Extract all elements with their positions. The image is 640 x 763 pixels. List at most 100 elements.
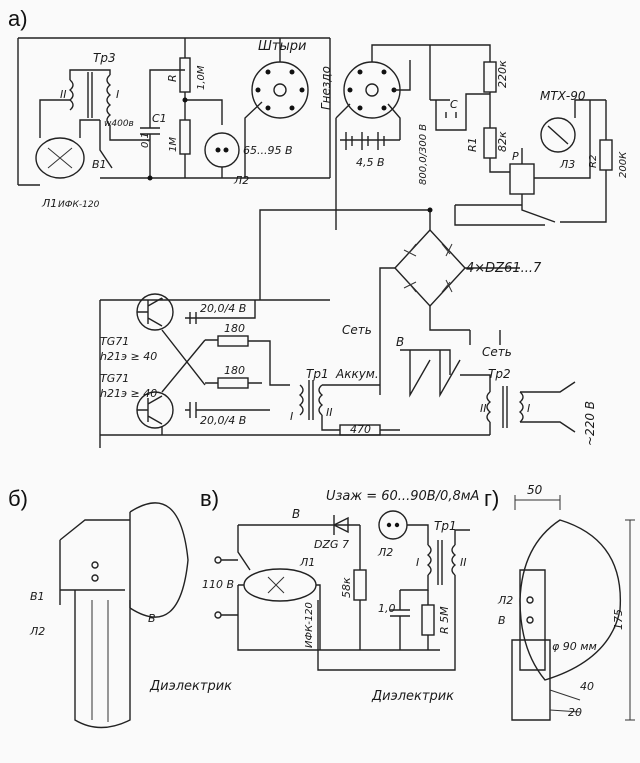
label-r1: R1 bbox=[466, 137, 479, 152]
label-relay-p: Р bbox=[512, 150, 519, 163]
switch-b-a bbox=[400, 349, 461, 398]
label-v-r5m: R 5M bbox=[438, 606, 451, 634]
label-g-50: 50 bbox=[527, 483, 543, 497]
label-turns: w400в bbox=[104, 119, 134, 129]
label-g-b: В bbox=[498, 614, 506, 627]
diode-dzg7 bbox=[332, 515, 349, 535]
label-c: С bbox=[450, 98, 458, 111]
label-r180-bottom: 180 bbox=[224, 364, 245, 377]
label-v-r58k: 58к bbox=[340, 577, 353, 598]
label-cap-top: 20,0/4 В bbox=[200, 302, 246, 315]
label-g-20: 20 bbox=[568, 706, 582, 719]
capacitor-top bbox=[185, 300, 256, 324]
label-b-v1: В1 bbox=[30, 590, 45, 603]
label-b-b: В bbox=[148, 612, 156, 625]
label-tg71-bottom: TG71 bbox=[100, 372, 129, 385]
label-v-l2: Л2 bbox=[377, 546, 393, 559]
label-b-dielectric: Диэлектрик bbox=[149, 679, 232, 694]
label-battery: 4,5 В bbox=[356, 156, 385, 169]
label-r220k: 220к bbox=[496, 60, 509, 88]
label-b-l2: Л2 bbox=[29, 625, 45, 638]
label-tr2-w2: II bbox=[480, 402, 487, 415]
label-v-uzaj: Uзаж = 60...90В/0,8мА bbox=[326, 489, 479, 504]
label-tr2: Тр2 bbox=[488, 367, 511, 381]
label-g-dielectric: Диэлектрик bbox=[371, 689, 454, 704]
label-v-c10: 1,0 bbox=[378, 602, 396, 615]
label-tr3-w2: II bbox=[60, 88, 67, 101]
label-h21-bottom: h21э ≥ 40 bbox=[100, 387, 157, 400]
resistor-180-bottom bbox=[217, 377, 249, 389]
label-tr1-w2: II bbox=[326, 406, 333, 419]
label-v1: В1 bbox=[92, 158, 107, 171]
tr1-v-winding-2 bbox=[451, 544, 457, 576]
resistor-r2 bbox=[599, 139, 613, 171]
label-r82k: 82к bbox=[496, 131, 509, 152]
label-r200k: 200К bbox=[618, 151, 629, 178]
label-g-diameter: φ 90 мм bbox=[552, 640, 597, 653]
thyratron-mtx90 bbox=[540, 117, 576, 153]
label-r2: R2 bbox=[588, 155, 599, 168]
label-set-1: Сеть bbox=[342, 323, 372, 337]
label-tr3: Тр3 bbox=[93, 51, 116, 65]
label-g-175: 175 bbox=[612, 609, 625, 630]
tr3-winding-1 bbox=[106, 74, 112, 126]
label-l2-a: Л2 bbox=[233, 174, 249, 187]
panel-b-label: б) bbox=[8, 486, 28, 511]
tr1-winding-1 bbox=[298, 384, 304, 416]
panel-g-handle bbox=[511, 639, 551, 721]
panel-a-label: а) bbox=[8, 6, 28, 31]
resistor-r-bottom bbox=[179, 119, 191, 155]
panel-a-upper-right-circuit bbox=[259, 44, 613, 395]
label-tr1-w1: I bbox=[290, 410, 293, 423]
tr1-v-winding-1 bbox=[426, 544, 432, 576]
label-tr3-w1: I bbox=[116, 88, 119, 101]
label-set-2: Сеть bbox=[482, 345, 512, 359]
label-h21-top: h21э ≥ 40 bbox=[100, 350, 157, 363]
tr2-winding-1 bbox=[518, 391, 524, 423]
battery-symbol bbox=[340, 103, 401, 150]
label-plug: Штыри bbox=[258, 39, 306, 54]
panel-a-lower-circuit bbox=[99, 293, 576, 448]
neon-lamp-l2-v bbox=[378, 510, 408, 540]
resistor-5m bbox=[421, 604, 435, 636]
label-c800: 800,0/300 В bbox=[418, 124, 429, 185]
label-r: R bbox=[166, 74, 179, 82]
label-tr2-w1: I bbox=[527, 402, 530, 415]
tr2-winding-2 bbox=[486, 391, 492, 423]
label-mtx90: МТХ-90 bbox=[540, 89, 586, 103]
label-g-40: 40 bbox=[580, 680, 594, 693]
label-c1-value: 0,1 bbox=[140, 132, 151, 148]
panel-a-upper-left-circuit bbox=[17, 37, 331, 186]
label-v-dzg7: DZG 7 bbox=[314, 538, 349, 551]
resistor-r1 bbox=[483, 127, 497, 159]
label-v-w1: I bbox=[416, 556, 419, 569]
panel-v-circuit bbox=[214, 510, 470, 671]
panel-g-reflector bbox=[519, 519, 622, 681]
panel-g-flash-unit bbox=[511, 495, 635, 721]
resistor-r-top bbox=[179, 57, 191, 93]
panel-g-label: г) bbox=[484, 486, 499, 511]
label-cap-bottom: 20,0/4 В bbox=[200, 414, 246, 427]
label-r-bottom-value: 1М bbox=[168, 137, 179, 152]
resistor-180-top bbox=[217, 335, 249, 347]
label-tr1-a: Тр1 bbox=[306, 367, 329, 381]
panel-b-handle bbox=[74, 590, 131, 729]
label-v-ifk: ИФК-120 bbox=[304, 602, 315, 648]
label-v-w2: II bbox=[460, 556, 467, 569]
panel-v-label: в) bbox=[200, 486, 219, 511]
neon-lamp-l2 bbox=[204, 132, 240, 168]
label-tg71-top: ТG71 bbox=[100, 335, 129, 348]
label-socket: Гнездо bbox=[319, 66, 333, 110]
label-l3: Л3 bbox=[559, 158, 575, 171]
label-r-top-value: 1,0М bbox=[196, 65, 207, 90]
label-diodes: 4×DZ61...7 bbox=[466, 261, 542, 276]
relay-p bbox=[509, 163, 535, 195]
label-switch-b-a: В bbox=[396, 335, 404, 349]
panel-b-flash-unit bbox=[59, 502, 189, 729]
tr1-winding-2 bbox=[318, 384, 324, 416]
label-r180-top: 180 bbox=[224, 322, 245, 335]
resistor-220k bbox=[483, 61, 497, 93]
label-v-tr1: Тр1 bbox=[434, 519, 457, 533]
label-l1: Л1 bbox=[41, 197, 57, 210]
